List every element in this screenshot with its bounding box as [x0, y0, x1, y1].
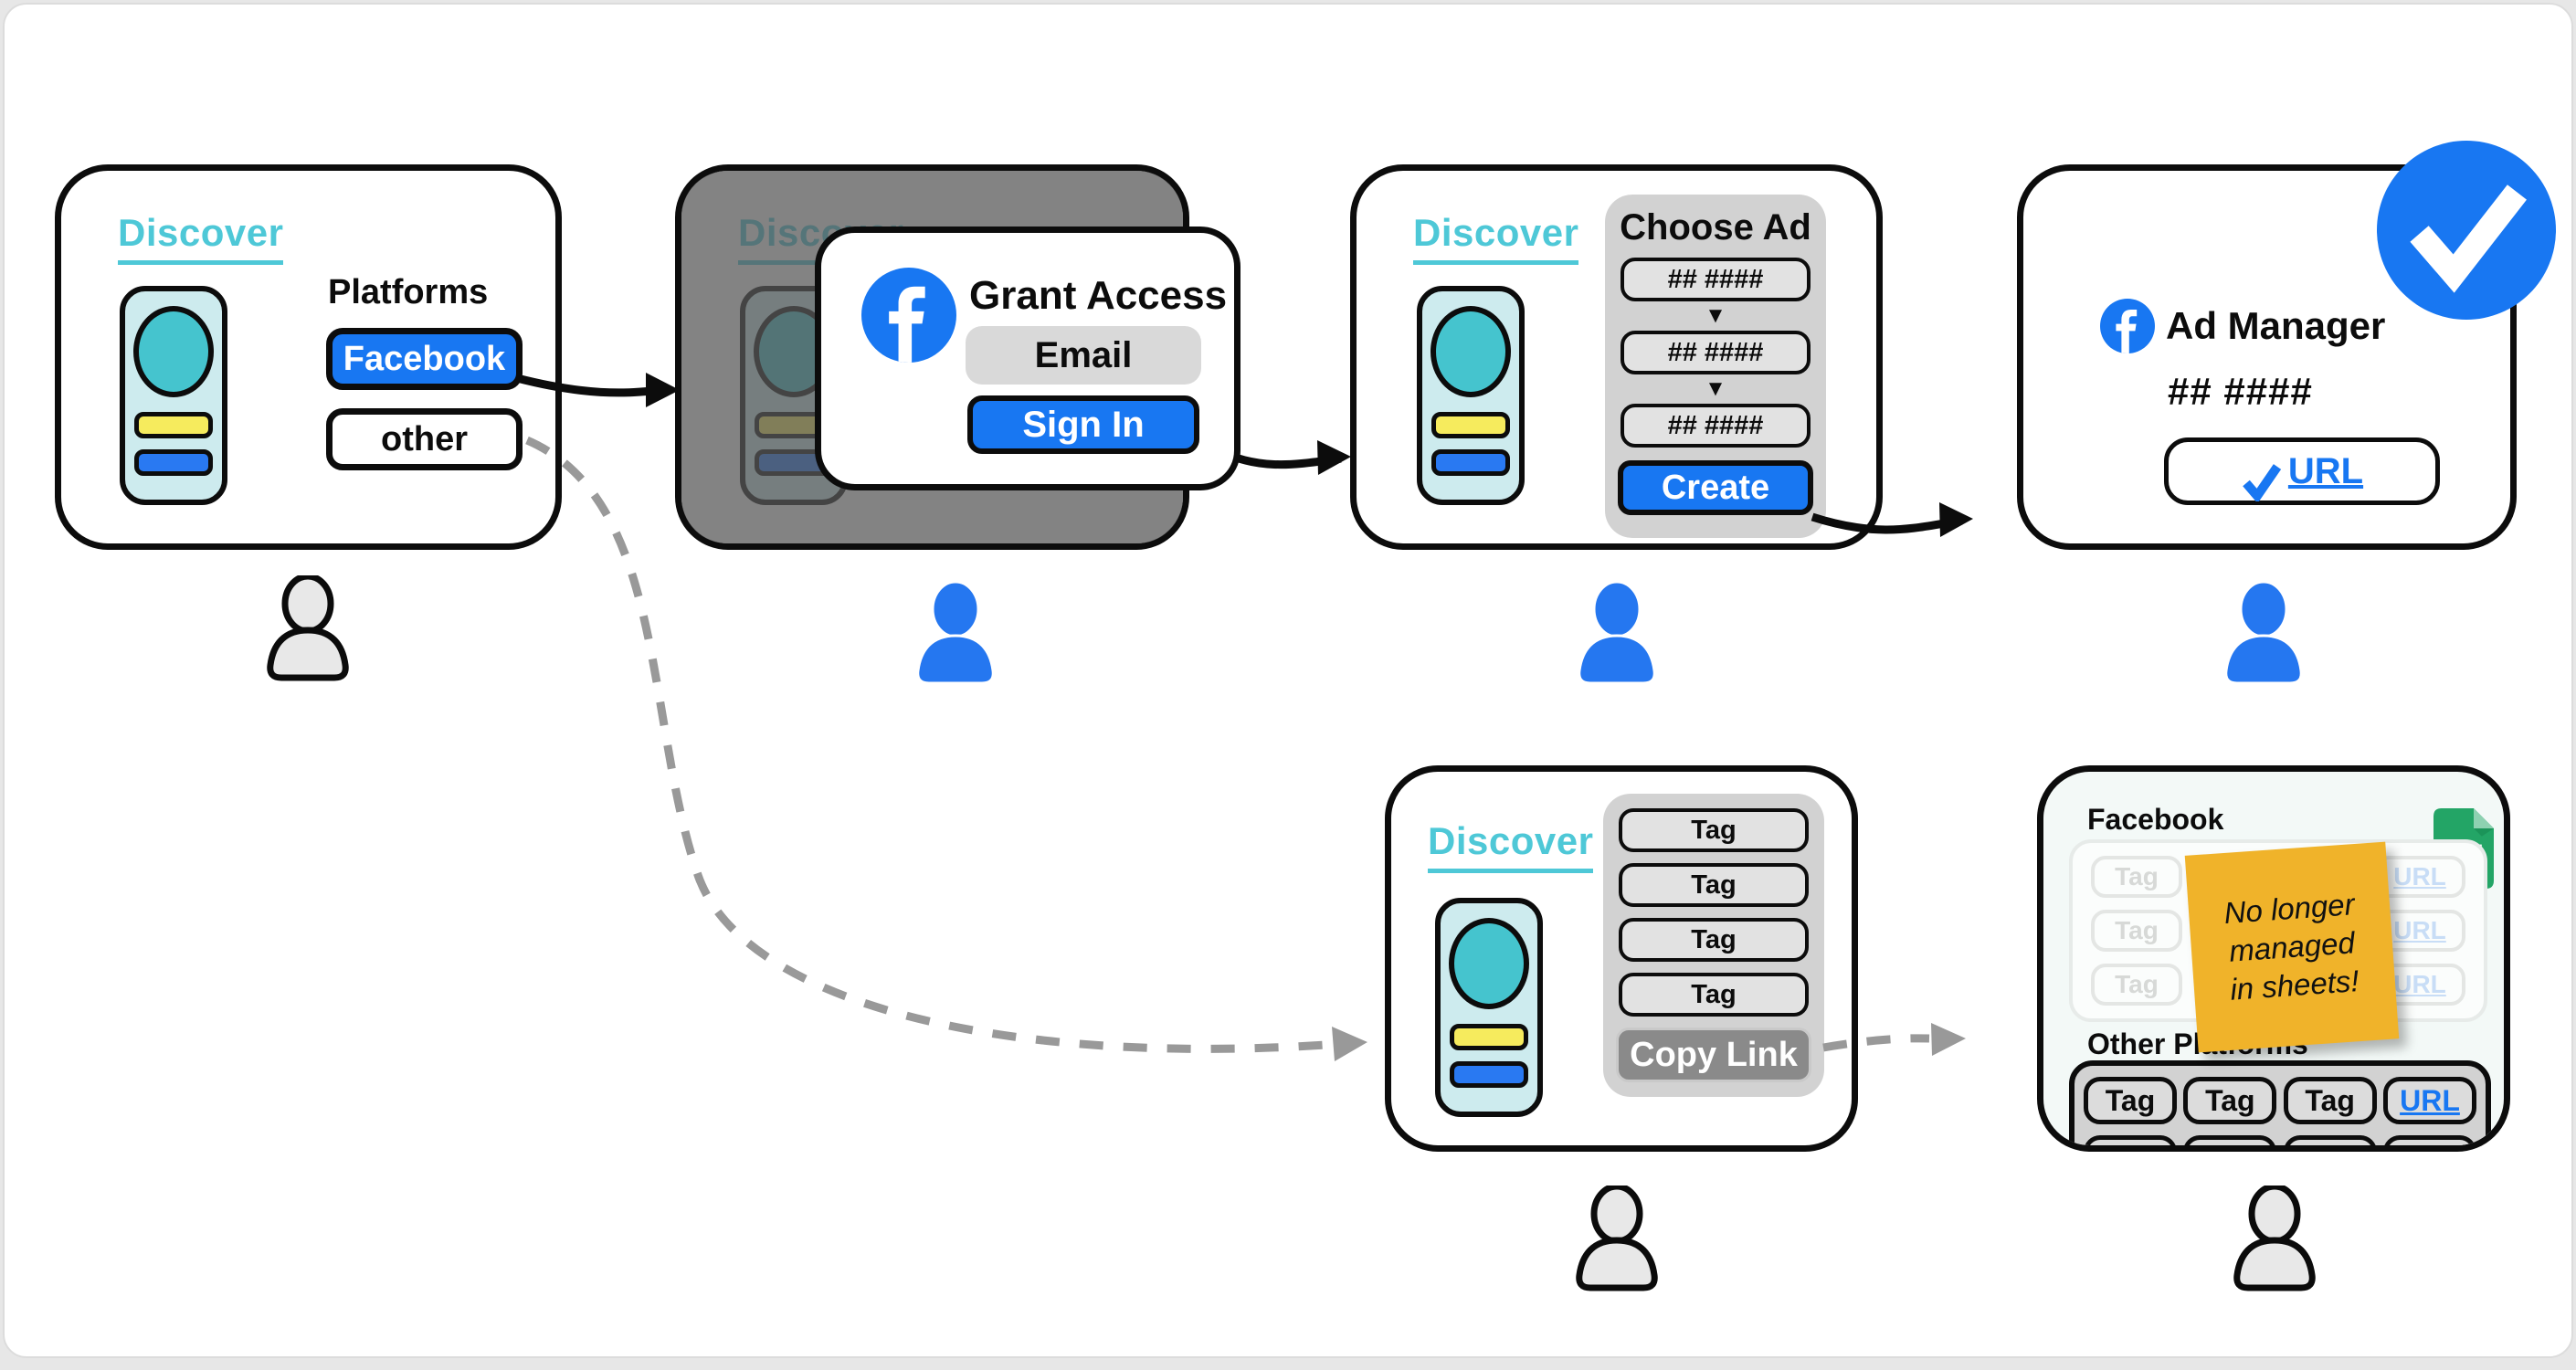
person-icon-gray: [1571, 1186, 1663, 1293]
phone-mockup: [120, 286, 227, 505]
ad-id-text: ## ####: [2168, 370, 2313, 413]
sign-in-button[interactable]: Sign In: [967, 395, 1199, 454]
person-icon-blue: [1571, 581, 1663, 689]
tag-item[interactable]: Tag: [2283, 1135, 2377, 1145]
url-item-disabled: URL: [2374, 856, 2465, 898]
ad-option-item[interactable]: ## ####: [1621, 404, 1811, 448]
tag-item[interactable]: Tag: [1619, 918, 1809, 962]
phone-avatar-circle: [133, 306, 214, 397]
tag-item[interactable]: Tag: [1619, 973, 1809, 1017]
url-box: URL: [2164, 437, 2440, 505]
arrowhead: [1332, 1027, 1367, 1061]
chevron-down-icon: ▼: [1705, 376, 1726, 401]
facebook-section-label: Facebook: [2087, 803, 2224, 836]
email-field[interactable]: Email: [966, 326, 1201, 385]
arrowhead: [1931, 1023, 1966, 1056]
phone-mockup: [1435, 898, 1543, 1117]
sticky-note: No longer managed in sheets!: [2184, 841, 2400, 1053]
arrowhead: [1317, 440, 1351, 475]
tag-list: Tag Tag Tag Tag Copy Link: [1603, 794, 1824, 1097]
tag-item[interactable]: Tag: [2183, 1077, 2277, 1124]
phone-yellow-bar: [1431, 412, 1510, 438]
panel-platform-summary: Facebook Tag Tag URL Tag Tag URL: [2037, 765, 2510, 1152]
phone-blue-bar: [134, 449, 213, 476]
create-button[interactable]: Create: [1618, 460, 1813, 515]
tag-item-disabled: Tag: [2091, 856, 2182, 898]
tag-item-disabled: Tag: [2091, 910, 2182, 952]
person-icon-blue: [910, 581, 1001, 689]
check-icon: [2243, 464, 2282, 501]
other-platforms-tags: Tag Tag Tag URL Tag Tag Tag Tag: [2069, 1060, 2491, 1145]
facebook-logo-icon: [2100, 299, 2155, 353]
discover-heading: Discover: [1428, 819, 1594, 873]
phone-avatar-circle: [1449, 918, 1529, 1009]
tag-item[interactable]: Tag: [1619, 808, 1809, 852]
phone-blue-bar: [1431, 449, 1510, 476]
phone-yellow-bar: [1450, 1024, 1528, 1050]
facebook-logo-icon: [861, 268, 956, 363]
copy-link-button[interactable]: Copy Link: [1616, 1028, 1811, 1082]
person-icon-blue: [2218, 581, 2309, 689]
ad-manager-title: Ad Manager: [2166, 304, 2386, 347]
modal-title: Grant Access: [969, 273, 1228, 318]
choose-ad-list: Choose Ad ## #### ▼ ## #### ▼ ## #### Cr…: [1605, 195, 1826, 538]
phone-yellow-bar: [134, 412, 213, 438]
tag-item[interactable]: Tag: [2084, 1077, 2177, 1124]
success-check-icon: [2376, 140, 2557, 321]
panel-discover-tags: Discover Tag Tag Tag Tag Copy Link: [1385, 765, 1858, 1152]
other-platform-button[interactable]: other: [326, 408, 523, 470]
facebook-platform-button[interactable]: Facebook: [326, 328, 523, 390]
ad-option-item[interactable]: ## ####: [1621, 331, 1811, 374]
phone-blue-bar: [1450, 1061, 1528, 1088]
phone-avatar-circle: [1431, 306, 1511, 397]
chevron-down-icon: ▼: [1705, 303, 1726, 328]
person-icon-gray: [2229, 1186, 2320, 1293]
discover-heading: Discover: [1413, 211, 1579, 265]
tag-item[interactable]: Tag: [2382, 1135, 2476, 1145]
platforms-label: Platforms: [328, 273, 489, 311]
ad-option-item[interactable]: ## ####: [1621, 258, 1811, 301]
discover-heading: Discover: [118, 211, 284, 265]
panel-discover-platforms: Discover Platforms Facebook other: [55, 164, 562, 550]
grant-access-modal: Grant Access Email Sign In: [815, 227, 1240, 490]
url-item[interactable]: URL: [2382, 1077, 2476, 1124]
choose-ad-title: Choose Ad: [1620, 207, 1811, 248]
arrowhead: [1939, 502, 1973, 537]
tag-item[interactable]: Tag: [2084, 1135, 2177, 1145]
tag-item-disabled: Tag: [2091, 964, 2182, 1006]
url-link[interactable]: URL: [2287, 450, 2364, 491]
url-item-disabled: URL: [2374, 964, 2465, 1006]
person-icon-gray: [262, 575, 354, 683]
tag-row-clipped: Tag Tag Tag Tag: [2084, 1135, 2476, 1145]
tag-item[interactable]: Tag: [2183, 1135, 2277, 1145]
phone-mockup: [1417, 286, 1525, 505]
tag-row: Tag Tag Tag URL: [2084, 1077, 2476, 1124]
tag-item[interactable]: Tag: [2283, 1077, 2377, 1124]
panel-choose-ad: Discover Choose Ad ## #### ▼ ## #### ▼ #…: [1350, 164, 1883, 550]
sticky-note-text: No longer managed in sheets!: [2222, 886, 2360, 1006]
tag-item[interactable]: Tag: [1619, 863, 1809, 907]
